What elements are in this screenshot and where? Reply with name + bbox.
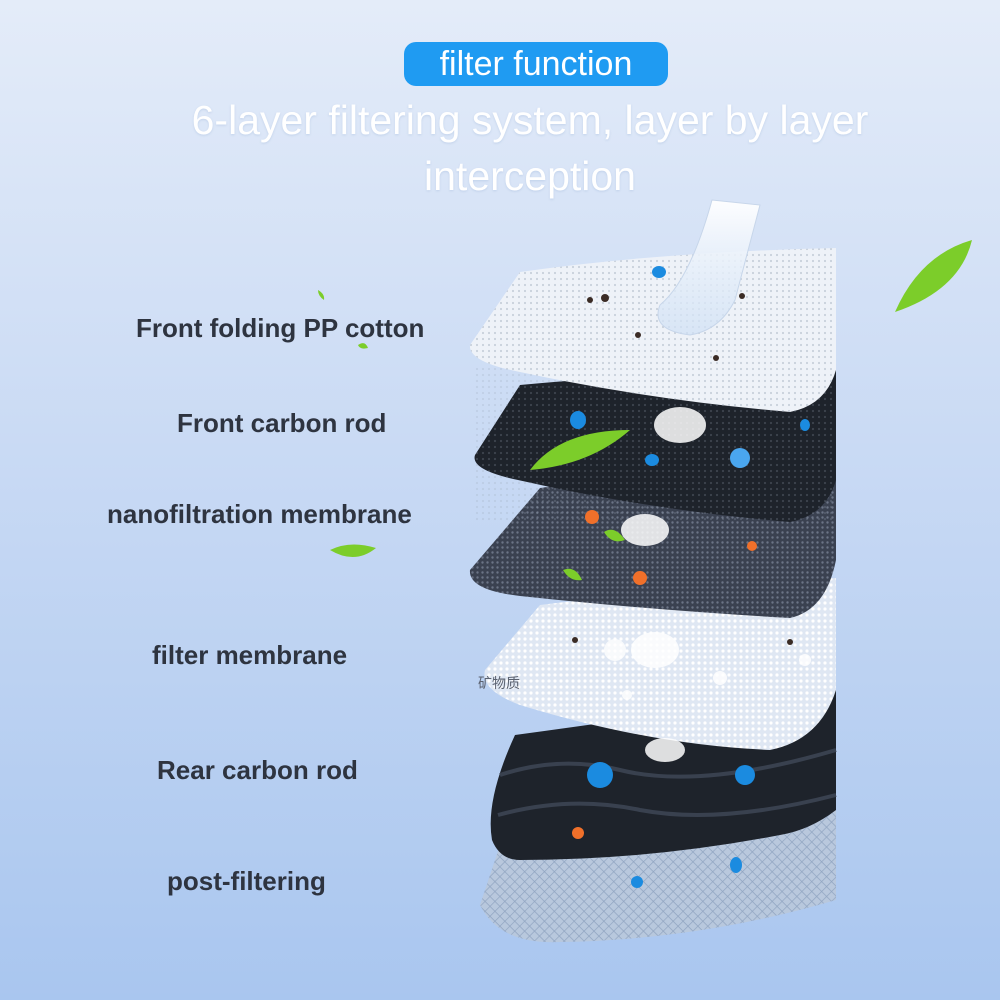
water-stream bbox=[657, 199, 761, 336]
filter-function-badge: filter function bbox=[404, 42, 668, 86]
particles bbox=[570, 266, 810, 888]
layer-label-front-pp-cotton: Front folding PP cotton bbox=[136, 313, 425, 343]
mineral-caption-fragment: 矿物质 bbox=[478, 676, 520, 692]
layer-label-front-carbon-rod: Front carbon rod bbox=[177, 408, 387, 438]
leaf-decoration bbox=[318, 240, 972, 581]
layer-label-rear-carbon-rod: Rear carbon rod bbox=[157, 755, 358, 785]
layer-label-nanofiltration-membrane: nanofiltration membrane bbox=[107, 499, 412, 529]
orange-particles bbox=[572, 510, 757, 839]
bubbles bbox=[604, 639, 811, 700]
debris bbox=[572, 293, 793, 645]
headline: 6-layer filtering system, layer by layer… bbox=[191, 97, 869, 199]
layer-label-post-filtering: post-filtering bbox=[167, 866, 326, 896]
layer-label-filter-membrane: filter membrane bbox=[152, 640, 348, 670]
